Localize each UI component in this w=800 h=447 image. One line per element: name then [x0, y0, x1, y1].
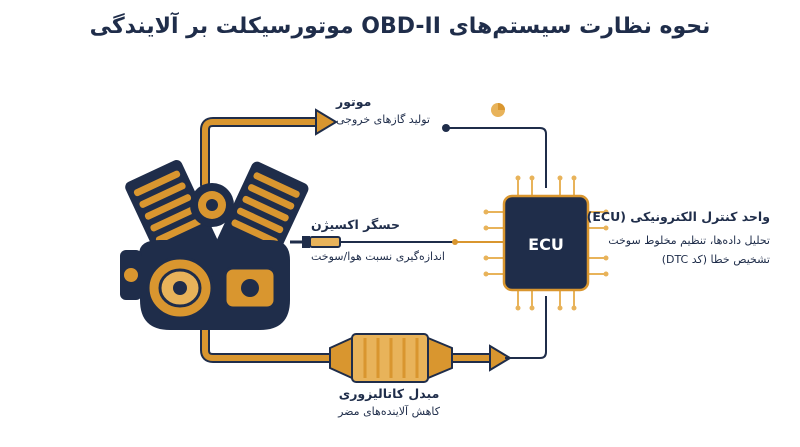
engine-node-label: موتور تولید گازهای خروجی — [336, 94, 430, 126]
catalytic-converter-icon — [329, 333, 453, 383]
ecu-node-line2: تشخیص خطا (کد DTC) — [661, 253, 770, 266]
sensor-node-label: حسگر اکسیژن اندازه‌گیری نسبت هوا/سوخت — [311, 217, 445, 263]
oxygen-sensor-icon — [290, 236, 505, 248]
engine-node-sub: تولید گازهای خروجی — [336, 113, 430, 126]
catalyst-to-ecu-line — [505, 296, 547, 359]
ecu-chip-icon: ECU — [483, 175, 609, 311]
sensor-node-sub: اندازه‌گیری نسبت هوا/سوخت — [311, 250, 445, 263]
engine-node-heading: موتور — [336, 94, 372, 109]
exhaust-flow-arrow-bottom — [200, 320, 512, 372]
ecu-node-heading: واحد کنترل الکترونیکی (ECU) — [586, 209, 770, 224]
motorcycle-engine-icon — [120, 160, 309, 330]
ecu-chip-label: ECU — [528, 235, 564, 254]
engine-to-ecu-line — [442, 103, 547, 188]
sensor-node-heading: حسگر اکسیژن — [311, 217, 400, 232]
ecu-node-line1: تحلیل داده‌ها، تنظیم مخلوط سوخت — [608, 234, 770, 247]
catalyst-node-heading: مبدل کاتالیزوری — [338, 386, 440, 401]
exhaust-flow-arrow-top — [200, 108, 338, 190]
catalyst-node-sub: کاهش آلاینده‌های مضر — [338, 405, 440, 418]
ecu-node-label: واحد کنترل الکترونیکی (ECU) تحلیل داده‌ه… — [587, 209, 770, 266]
catalyst-node-label: مبدل کاتالیزوری کاهش آلاینده‌های مضر — [338, 386, 440, 418]
page-title: نحوه نظارت سیستم‌های OBD-II موتورسیکلت ب… — [89, 14, 711, 39]
